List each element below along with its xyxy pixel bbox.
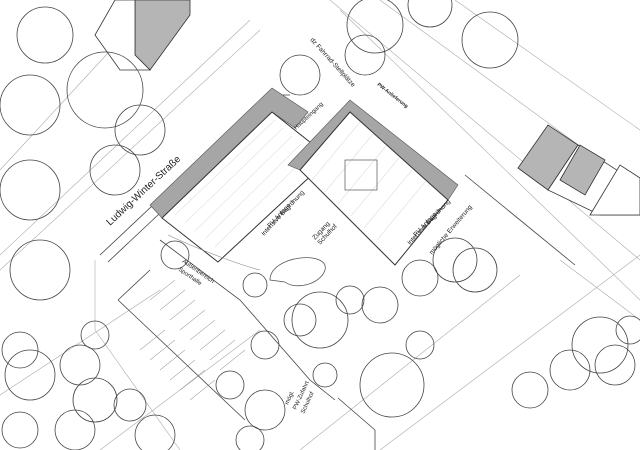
playground (269, 257, 326, 287)
label-pw-access: mögl. (284, 390, 296, 406)
building-right (287, 99, 459, 266)
building-left (149, 87, 331, 263)
path-curve (167, 234, 261, 271)
labels-layer: Ludwig-Winter-Straße dz Fahrrad-Stellplä… (105, 37, 474, 415)
parking-stripes (139, 279, 246, 401)
label-parking-top-small: PW-Anlieferung (376, 82, 409, 110)
neighbour-buildings (94, 0, 640, 216)
